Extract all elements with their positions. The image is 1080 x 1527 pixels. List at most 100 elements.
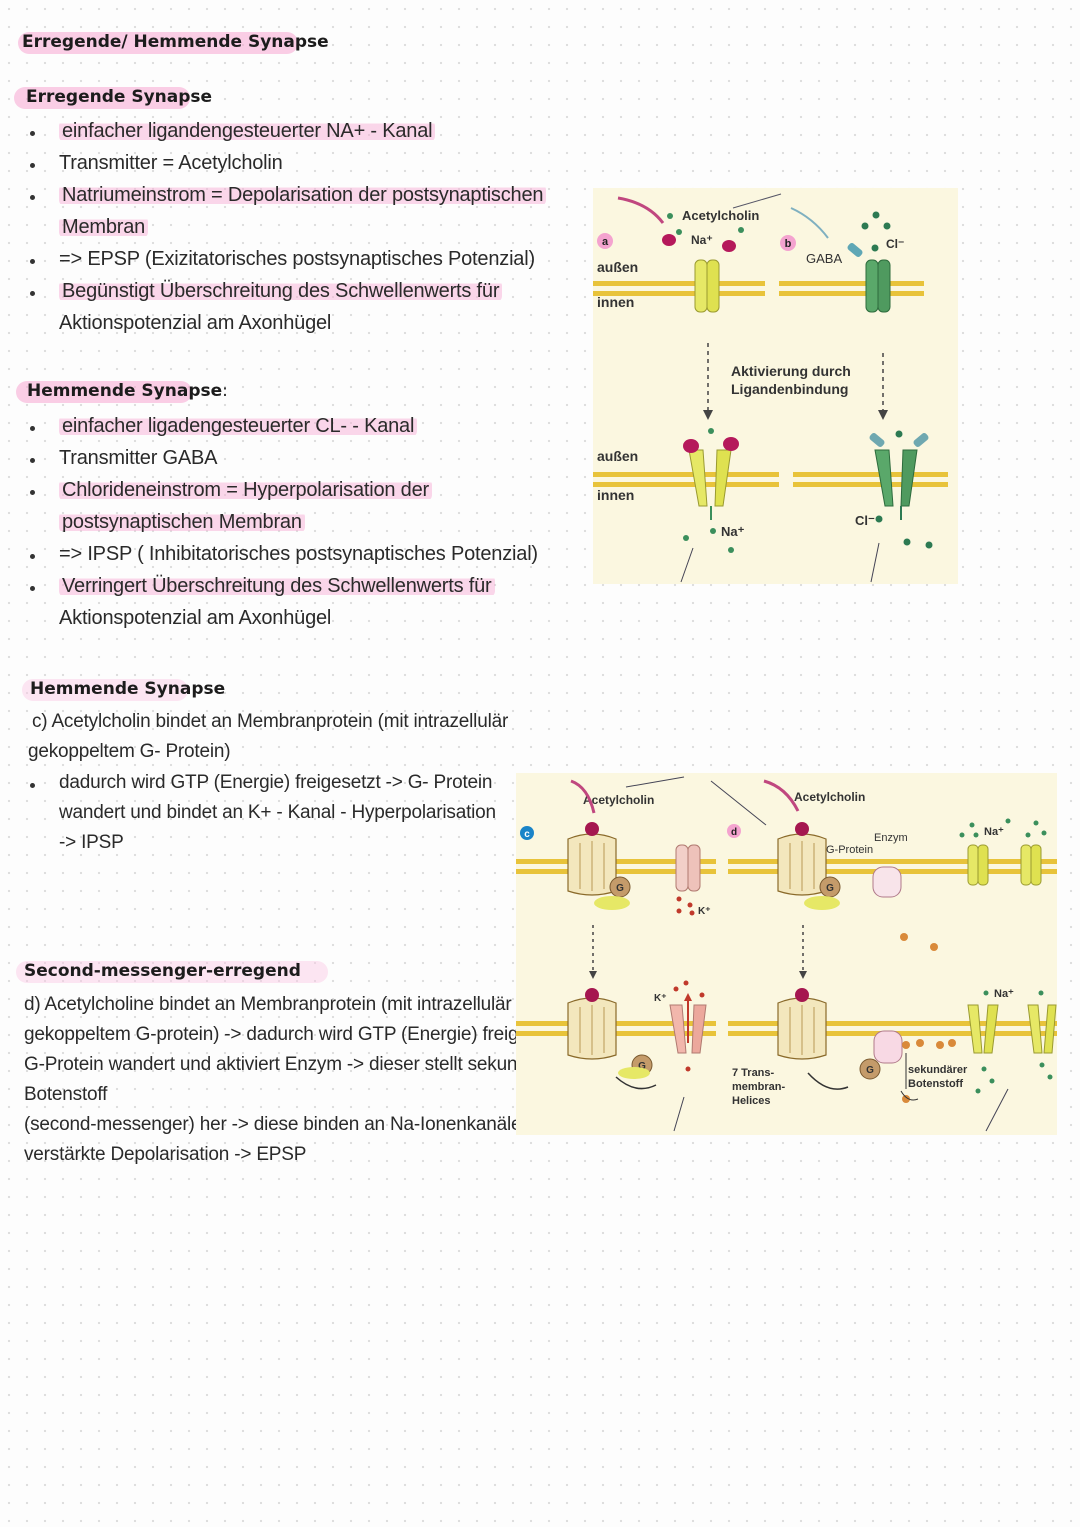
- pointer-line: [673, 1096, 685, 1132]
- bullet-dot: [30, 163, 35, 168]
- label-k-bottom: K⁺: [654, 993, 667, 1004]
- excitatory-bullet-5b: Aktionspotenzial am Axonhügel: [59, 312, 332, 334]
- second-messenger-dots: [900, 933, 938, 951]
- receptor-d-top: [777, 833, 827, 896]
- curved-arrow: [615, 1076, 657, 1090]
- second-messenger-line-5: (second-messenger) her -> diese binden a…: [24, 1114, 544, 1135]
- label-innen-bottom: innen: [597, 487, 634, 503]
- excitatory-bullet-3a: Natriumeinstrom = Depolarisation der pos…: [59, 180, 547, 210]
- label-g-c-bottom: G: [638, 1061, 646, 1072]
- inhibitory-bullet-4: => IPSP ( Inhibitatorisches postsynaptis…: [59, 543, 538, 565]
- figure-metabotropic-synapses: c d Acetylcholin Acetylcholin Enzym G-Pr…: [516, 773, 1057, 1135]
- arrowhead-b: [878, 410, 888, 420]
- gprotein-bullet-line-1: dadurch wird GTP (Energie) freigesetzt -…: [59, 772, 493, 793]
- gtp-pad: [804, 896, 840, 910]
- title-highlight: [18, 32, 298, 54]
- figure-background: [516, 773, 1057, 1135]
- label-d-badge: [727, 824, 741, 838]
- pointer-line: [625, 776, 685, 788]
- enzyme: [872, 866, 902, 898]
- bullet-dot: [30, 490, 35, 495]
- label-cl-bottom: Cl⁻: [855, 513, 875, 528]
- excitatory-bullet-2: Transmitter = Acetylcholin: [59, 152, 283, 174]
- k-ions-top: [676, 896, 695, 916]
- g-protein: [859, 1058, 881, 1080]
- k-channel-closed: [675, 844, 701, 892]
- label-na-top: Na⁺: [984, 826, 1004, 838]
- na-channel-open: [688, 449, 732, 507]
- pointer-line: [900, 1053, 919, 1101]
- label-a: a: [602, 236, 609, 248]
- label-b-badge: [780, 235, 796, 251]
- figure-ionotropic-synapses: a b außen innen außen innen Acetylcholin…: [593, 188, 958, 584]
- second-messenger-bottom: [902, 1039, 956, 1103]
- pointer-arrow-a: [617, 196, 665, 224]
- membrane-top-b: [779, 281, 924, 296]
- label-cl-top: Cl⁻: [886, 237, 904, 251]
- label-k-top: K⁺: [698, 906, 711, 917]
- inhibitory-bullet-2: Transmitter GABA: [59, 447, 218, 469]
- bullet-dot: [30, 783, 35, 788]
- label-g-c-top: G: [616, 883, 624, 894]
- enzyme: [873, 1030, 903, 1064]
- label-botenstoff-2: Botenstoff: [908, 1078, 963, 1090]
- cl-ion: [895, 430, 903, 438]
- label-g-d-top: G: [826, 883, 834, 894]
- cl-ions-top: [861, 211, 891, 252]
- inhibitory-bullet-3b: postsynaptischen Membran: [59, 507, 305, 537]
- na-channel-closed: [694, 259, 720, 313]
- label-acetylcholin-c: Acetylcholin: [583, 793, 654, 807]
- excitatory-bullet-3b: Membran: [59, 212, 149, 242]
- na-ions-bottom: [683, 528, 734, 553]
- label-helices-2: membran-: [732, 1081, 786, 1093]
- pointer-line: [732, 193, 782, 209]
- membrane-top-a: [593, 281, 765, 296]
- label-na-bottom: Na⁺: [994, 988, 1014, 1000]
- pointer-arrow-c: [570, 779, 596, 814]
- label-b: b: [785, 238, 792, 250]
- heading-highlight: [14, 87, 190, 109]
- pointer-arrow-b: [790, 207, 829, 239]
- excitatory-bullet-4: => EPSP (Exizitatorisches postsynaptisch…: [59, 248, 535, 270]
- acetylcholine-molecule: [585, 988, 599, 1002]
- gprotein-line-1: c) Acetylcholin bindet an Membranprotein…: [32, 711, 509, 732]
- heading-inhibitory: Hemmende Synapse:: [27, 381, 228, 401]
- bullet-dot: [30, 426, 35, 431]
- label-na-top: Na⁺: [691, 233, 713, 247]
- heading-inhibitory-gprotein: Hemmende Synapse: [30, 679, 226, 699]
- gaba-molecule: [847, 243, 863, 257]
- gtp-pad: [594, 896, 630, 910]
- acetylcholine-molecule: [795, 988, 809, 1002]
- pointer-line: [985, 1088, 1009, 1132]
- membrane-bottom-a: [593, 472, 779, 487]
- bullet-dot: [30, 259, 35, 264]
- pointer-line: [870, 542, 880, 583]
- label-aussen-bottom: außen: [597, 448, 638, 464]
- second-messenger-line-4: Botenstoff: [24, 1084, 108, 1105]
- excitatory-bullet-5a: Begünstigt Überschreitung des Schwellenw…: [59, 276, 503, 306]
- page-title: Erregende/ Hemmende Synapse: [22, 32, 329, 52]
- label-d: d: [731, 827, 737, 838]
- bullet-dot: [30, 291, 35, 296]
- bullet-dot: [30, 586, 35, 591]
- bullet-dot: [30, 458, 35, 463]
- label-g-d-bottom: G: [866, 1065, 874, 1076]
- pointer-line: [680, 547, 694, 583]
- na-ions-d-bottom: [975, 990, 1053, 1094]
- na-ions-top: [667, 213, 744, 235]
- label-aussen-top: außen: [597, 259, 638, 275]
- k-ions-bottom: [673, 980, 705, 1072]
- pointer-line: [710, 780, 767, 826]
- heading-highlight: [16, 381, 192, 403]
- bullet-dot: [30, 131, 35, 136]
- label-gaba: GABA: [806, 251, 842, 266]
- receptor-c-top: [567, 833, 617, 896]
- gtp-pad: [618, 1067, 650, 1079]
- acetylcholine-molecule: [795, 822, 809, 836]
- second-messenger-line-1: d) Acetylcholine bindet an Membranprotei…: [24, 994, 512, 1015]
- na-channels-d-bottom: [967, 1004, 1057, 1054]
- figure-background: [593, 188, 958, 584]
- label-aktivierung-1: Aktivierung durch: [731, 363, 851, 379]
- k-channel-open: [669, 1004, 707, 1054]
- label-helices-1: 7 Trans-: [732, 1067, 775, 1079]
